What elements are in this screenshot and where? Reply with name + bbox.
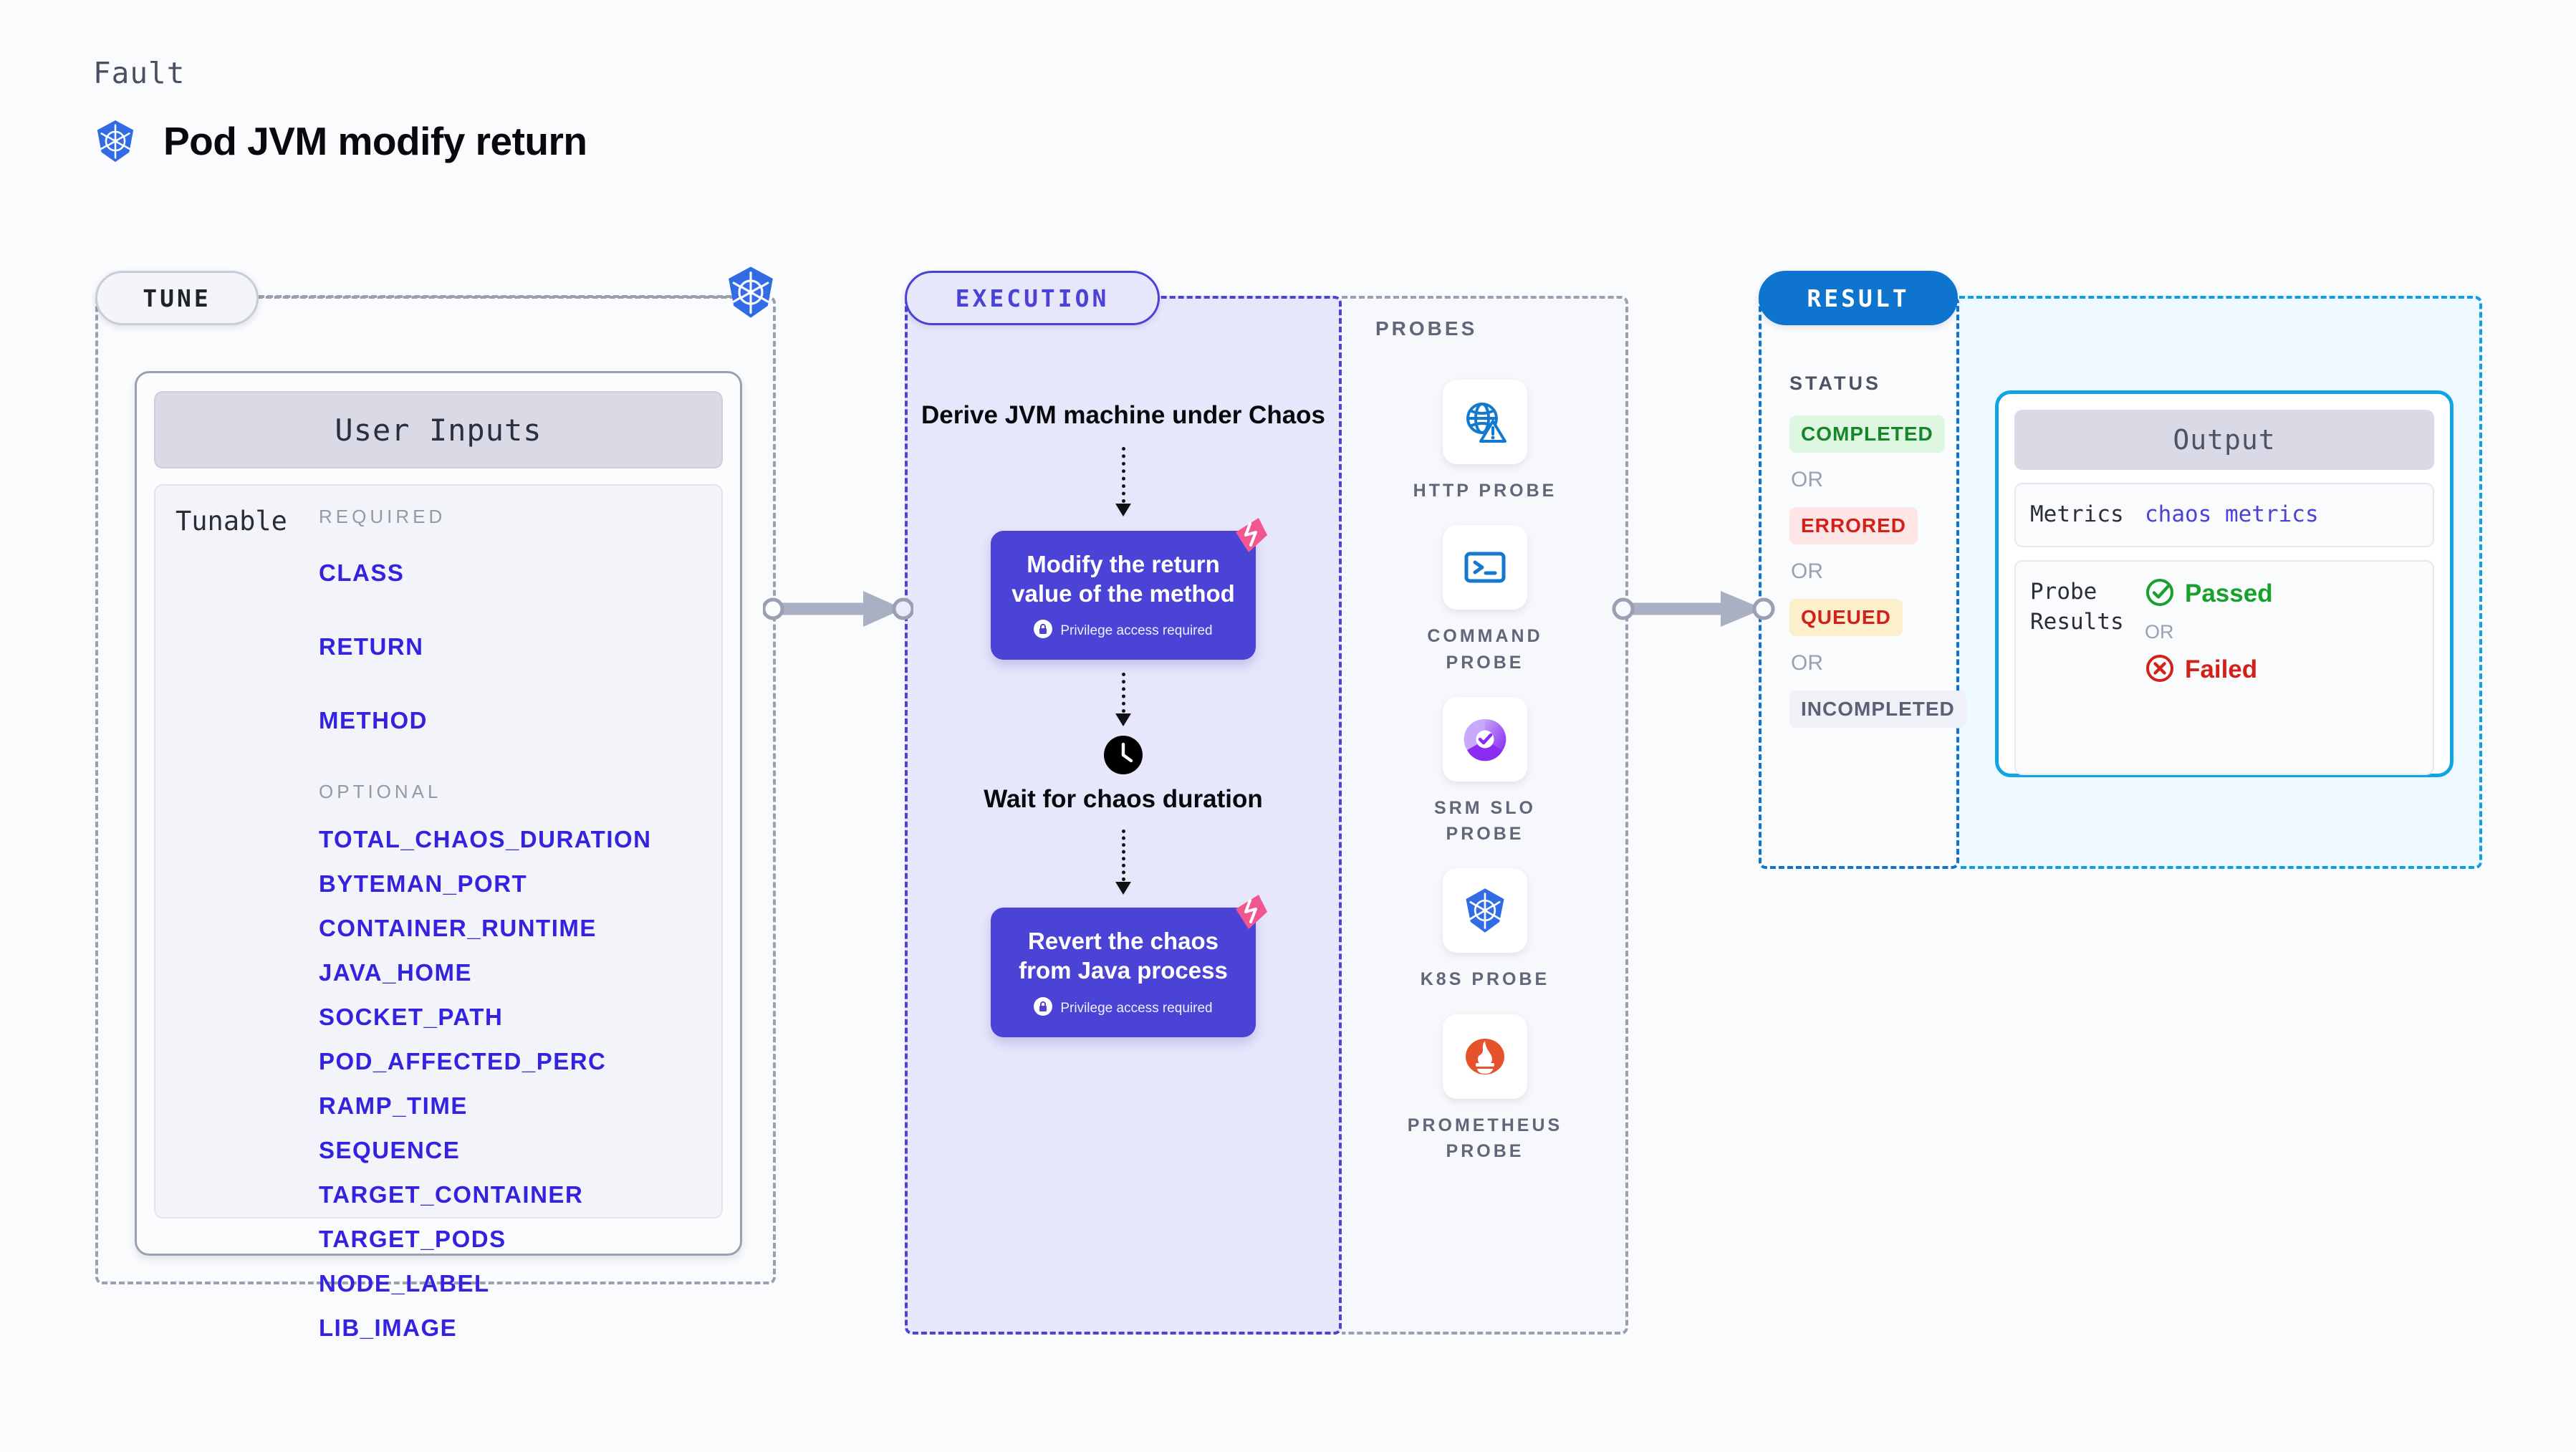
tune-to-execution-arrow xyxy=(761,584,915,638)
prometheus-icon xyxy=(1443,1014,1527,1099)
failed-label: Failed xyxy=(2185,655,2258,684)
user-inputs-body: Tunable REQUIRED CLASS RETURN METHOD OPT… xyxy=(154,484,723,1341)
probe-label: SRM SLO PROBE xyxy=(1434,797,1536,844)
probe-item-prometheus[interactable]: PROMETHEUS PROBE xyxy=(1403,1014,1567,1165)
page-title: Pod JVM modify return xyxy=(163,119,587,163)
privilege-note: Privilege access required xyxy=(1006,996,1240,1020)
kubernetes-icon xyxy=(93,119,138,163)
status-title: STATUS xyxy=(1789,372,1881,394)
parameter-item[interactable]: NODE_LABEL xyxy=(319,1270,490,1297)
probe-label: K8S PROBE xyxy=(1420,969,1550,990)
fault-eyebrow: Fault xyxy=(93,56,186,90)
privilege-note-text: Privilege access required xyxy=(1060,1000,1213,1016)
status-list: COMPLETED OR ERRORED OR QUEUED OR INCOMP… xyxy=(1789,415,1966,728)
status-badge: COMPLETED xyxy=(1789,415,1945,453)
parameters-column: REQUIRED CLASS RETURN METHOD OPTIONAL TO… xyxy=(319,506,721,1341)
kubernetes-icon xyxy=(1443,868,1527,953)
probe-item-k8s[interactable]: K8S PROBE xyxy=(1403,868,1567,992)
required-parameter-list: CLASS RETURN METHOD xyxy=(319,559,710,734)
optional-parameter-list: TOTAL_CHAOS_DURATION BYTEMAN_PORT CONTAI… xyxy=(319,826,710,1342)
execution-step-text: Derive JVM machine under Chaos xyxy=(921,401,1326,429)
execution-step-text: Wait for chaos duration xyxy=(984,785,1263,814)
terminal-icon xyxy=(1443,525,1527,610)
tunable-label: Tunable xyxy=(176,506,287,537)
parameter-item[interactable]: TOTAL_CHAOS_DURATION xyxy=(319,826,652,852)
litmus-icon xyxy=(1231,515,1272,559)
result-region xyxy=(1759,296,1959,869)
status-badge: QUEUED xyxy=(1789,599,1903,636)
output-metrics-row: Metrics chaos metrics xyxy=(2014,483,2434,547)
flow-arrow-down-icon xyxy=(1115,673,1131,727)
tunable-column: Tunable xyxy=(155,506,319,1217)
parameter-item[interactable]: LIB_IMAGE xyxy=(319,1314,458,1341)
output-card: Output Metrics chaos metrics Probe Resul… xyxy=(1995,390,2454,777)
flow-arrow-down-icon xyxy=(1115,830,1131,895)
parameter-item[interactable]: RETURN xyxy=(319,633,424,660)
probe-label: HTTP PROBE xyxy=(1413,481,1557,501)
probe-item-srm-slo[interactable]: SRM SLO PROBE xyxy=(1403,696,1567,847)
parameter-item[interactable]: METHOD xyxy=(319,707,428,734)
probe-result-values: Passed OR Failed xyxy=(2145,577,2418,687)
execution-action-card[interactable]: Revert the chaos from Java process Privi… xyxy=(991,895,1267,1037)
fault-title-row: Pod JVM modify return xyxy=(93,118,587,164)
parameter-item[interactable]: CONTAINER_RUNTIME xyxy=(319,915,597,941)
parameter-item[interactable]: TARGET_PODS xyxy=(319,1226,506,1252)
execution-card-title: Revert the chaos from Java process xyxy=(1019,928,1228,984)
user-inputs-header: User Inputs xyxy=(154,391,723,468)
lock-icon xyxy=(1034,996,1053,1020)
execution-to-result-arrow xyxy=(1612,584,1777,638)
status-badge: INCOMPLETED xyxy=(1789,691,1966,728)
user-inputs-card: User Inputs Tunable REQUIRED CLASS RETUR… xyxy=(135,371,742,1341)
check-circle-icon xyxy=(2145,577,2175,611)
flow-arrow-down-icon xyxy=(1115,446,1131,516)
status-badge: ERRORED xyxy=(1789,507,1918,544)
probes-region xyxy=(1342,296,1628,1335)
clock-icon xyxy=(1103,735,1143,775)
tune-pill[interactable]: TUNE xyxy=(95,271,259,325)
globe-warning-icon xyxy=(1443,380,1527,464)
output-probe-results-key: Probe Results xyxy=(2030,578,2124,635)
x-circle-icon xyxy=(2145,653,2175,687)
optional-group-label: OPTIONAL xyxy=(319,781,442,802)
execution-action-card[interactable]: Modify the return value of the method Pr… xyxy=(991,517,1267,660)
or-label: OR xyxy=(1791,468,1823,491)
parameter-item[interactable]: CLASS xyxy=(319,559,405,586)
slo-check-icon xyxy=(1443,696,1527,782)
output-probe-results-row: Probe Results Passed OR xyxy=(2014,559,2434,775)
probe-result-failed: Failed xyxy=(2145,653,2257,687)
parameter-item[interactable]: TARGET_CONTAINER xyxy=(319,1181,584,1208)
privilege-note-text: Privilege access required xyxy=(1060,623,1213,639)
probe-item-command[interactable]: COMMAND PROBE xyxy=(1403,525,1567,675)
probes-list: HTTP PROBE COMMAND PROBE xyxy=(1342,380,1628,1164)
result-pill[interactable]: RESULT xyxy=(1759,271,1958,325)
execution-flow: Derive JVM machine under Chaos Modify th… xyxy=(905,337,1342,1332)
parameter-item[interactable]: BYTEMAN_PORT xyxy=(319,870,528,897)
passed-label: Passed xyxy=(2185,580,2273,608)
execution-card-title: Modify the return value of the method xyxy=(1011,550,1235,607)
or-label: OR xyxy=(1791,651,1823,675)
parameter-item[interactable]: RAMP_TIME xyxy=(319,1092,468,1119)
probe-result-passed: Passed xyxy=(2145,577,2273,611)
or-label: OR xyxy=(1791,559,1823,583)
parameter-item[interactable]: JAVA_HOME xyxy=(319,959,472,986)
probe-item-http[interactable]: HTTP PROBE xyxy=(1403,380,1567,504)
output-header: Output xyxy=(2014,410,2434,470)
output-metrics-key: Metrics xyxy=(2030,501,2124,527)
output-metrics-value[interactable]: chaos metrics xyxy=(2145,501,2319,527)
parameter-item[interactable]: SEQUENCE xyxy=(319,1137,461,1163)
required-group-label: REQUIRED xyxy=(319,506,446,527)
tune-dashed-connector xyxy=(259,295,731,298)
privilege-note: Privilege access required xyxy=(1006,620,1240,643)
probe-label: COMMAND PROBE xyxy=(1427,626,1543,673)
execution-pill[interactable]: EXECUTION xyxy=(905,271,1160,325)
litmus-icon xyxy=(1231,892,1272,936)
kubernetes-node-icon xyxy=(724,265,778,323)
or-label: OR xyxy=(2145,620,2174,643)
probes-title: PROBES xyxy=(1375,317,1478,340)
probe-label: PROMETHEUS PROBE xyxy=(1407,1115,1563,1161)
parameter-item[interactable]: SOCKET_PATH xyxy=(319,1004,504,1030)
lock-icon xyxy=(1034,620,1053,643)
parameter-item[interactable]: POD_AFFECTED_PERC xyxy=(319,1048,607,1074)
